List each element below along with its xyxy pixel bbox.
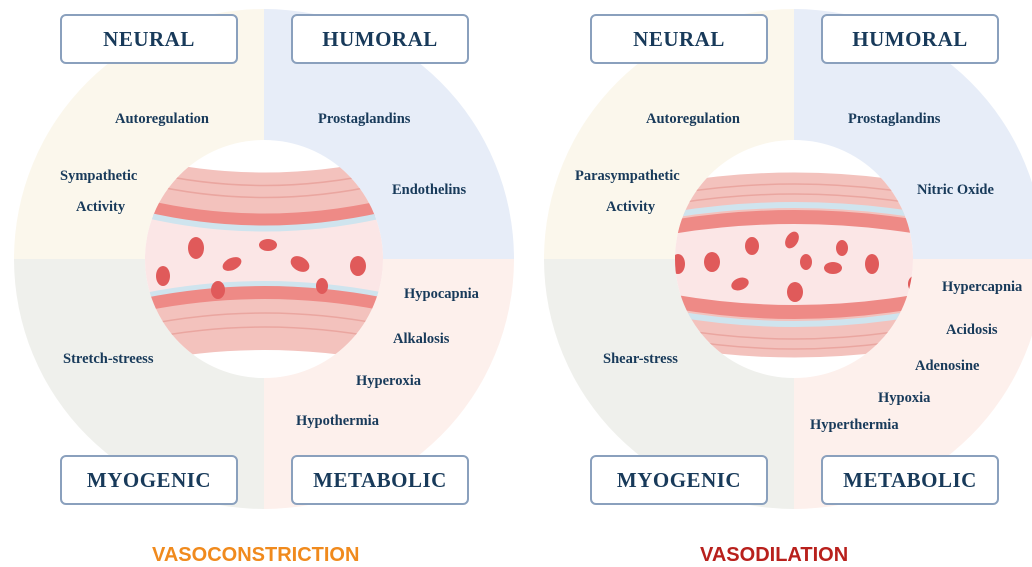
parasympathetic-label: Parasympathetic [575,168,680,185]
stretch-stress-label: Stretch-streess [63,351,153,368]
autoregulation-label: Autoregulation [115,111,209,128]
metabolic-box: METABOLIC [821,455,999,505]
humoral-box: HUMORAL [821,14,999,64]
endothelins-label: Endothelins [392,182,466,199]
dilation-quadrant-circle [530,0,1032,520]
hypothermia-label: Hypothermia [296,413,379,430]
alkalosis-label: Alkalosis [393,331,449,348]
vasodilation-panel: NEURAL HUMORAL MYOGENIC METABOLIC Autore… [530,0,1032,565]
adenosine-label: Adenosine [915,358,979,375]
dilated-vessel-icon [660,173,930,358]
myogenic-box: MYOGENIC [60,455,238,505]
hyperthermia-label: Hyperthermia [810,417,899,434]
neural-box: NEURAL [590,14,768,64]
activity-label: Activity [76,199,125,216]
shear-stress-label: Shear-stress [603,351,678,368]
vasoconstriction-panel: NEURAL HUMORAL MYOGENIC METABOLIC Autore… [0,0,516,565]
neural-box: NEURAL [60,14,238,64]
activity-label: Activity [606,199,655,216]
vasoconstriction-title: VASOCONSTRICTION [152,544,359,567]
constriction-quadrant-circle [0,0,516,520]
prostaglandins-label: Prostaglandins [848,111,940,128]
hyperoxia-label: Hyperoxia [356,373,421,390]
vasodilation-title: VASODILATION [700,544,848,567]
hypercapnia-label: Hypercapnia [942,279,1022,296]
hypocapnia-label: Hypocapnia [404,286,479,303]
sympathetic-label: Sympathetic [60,168,137,185]
hypoxia-label: Hypoxia [878,390,930,407]
acidosis-label: Acidosis [946,322,998,339]
autoregulation-label: Autoregulation [646,111,740,128]
nitric-oxide-label: Nitric Oxide [917,182,994,199]
humoral-box: HUMORAL [291,14,469,64]
metabolic-box: METABOLIC [291,455,469,505]
prostaglandins-label: Prostaglandins [318,111,410,128]
myogenic-box: MYOGENIC [590,455,768,505]
